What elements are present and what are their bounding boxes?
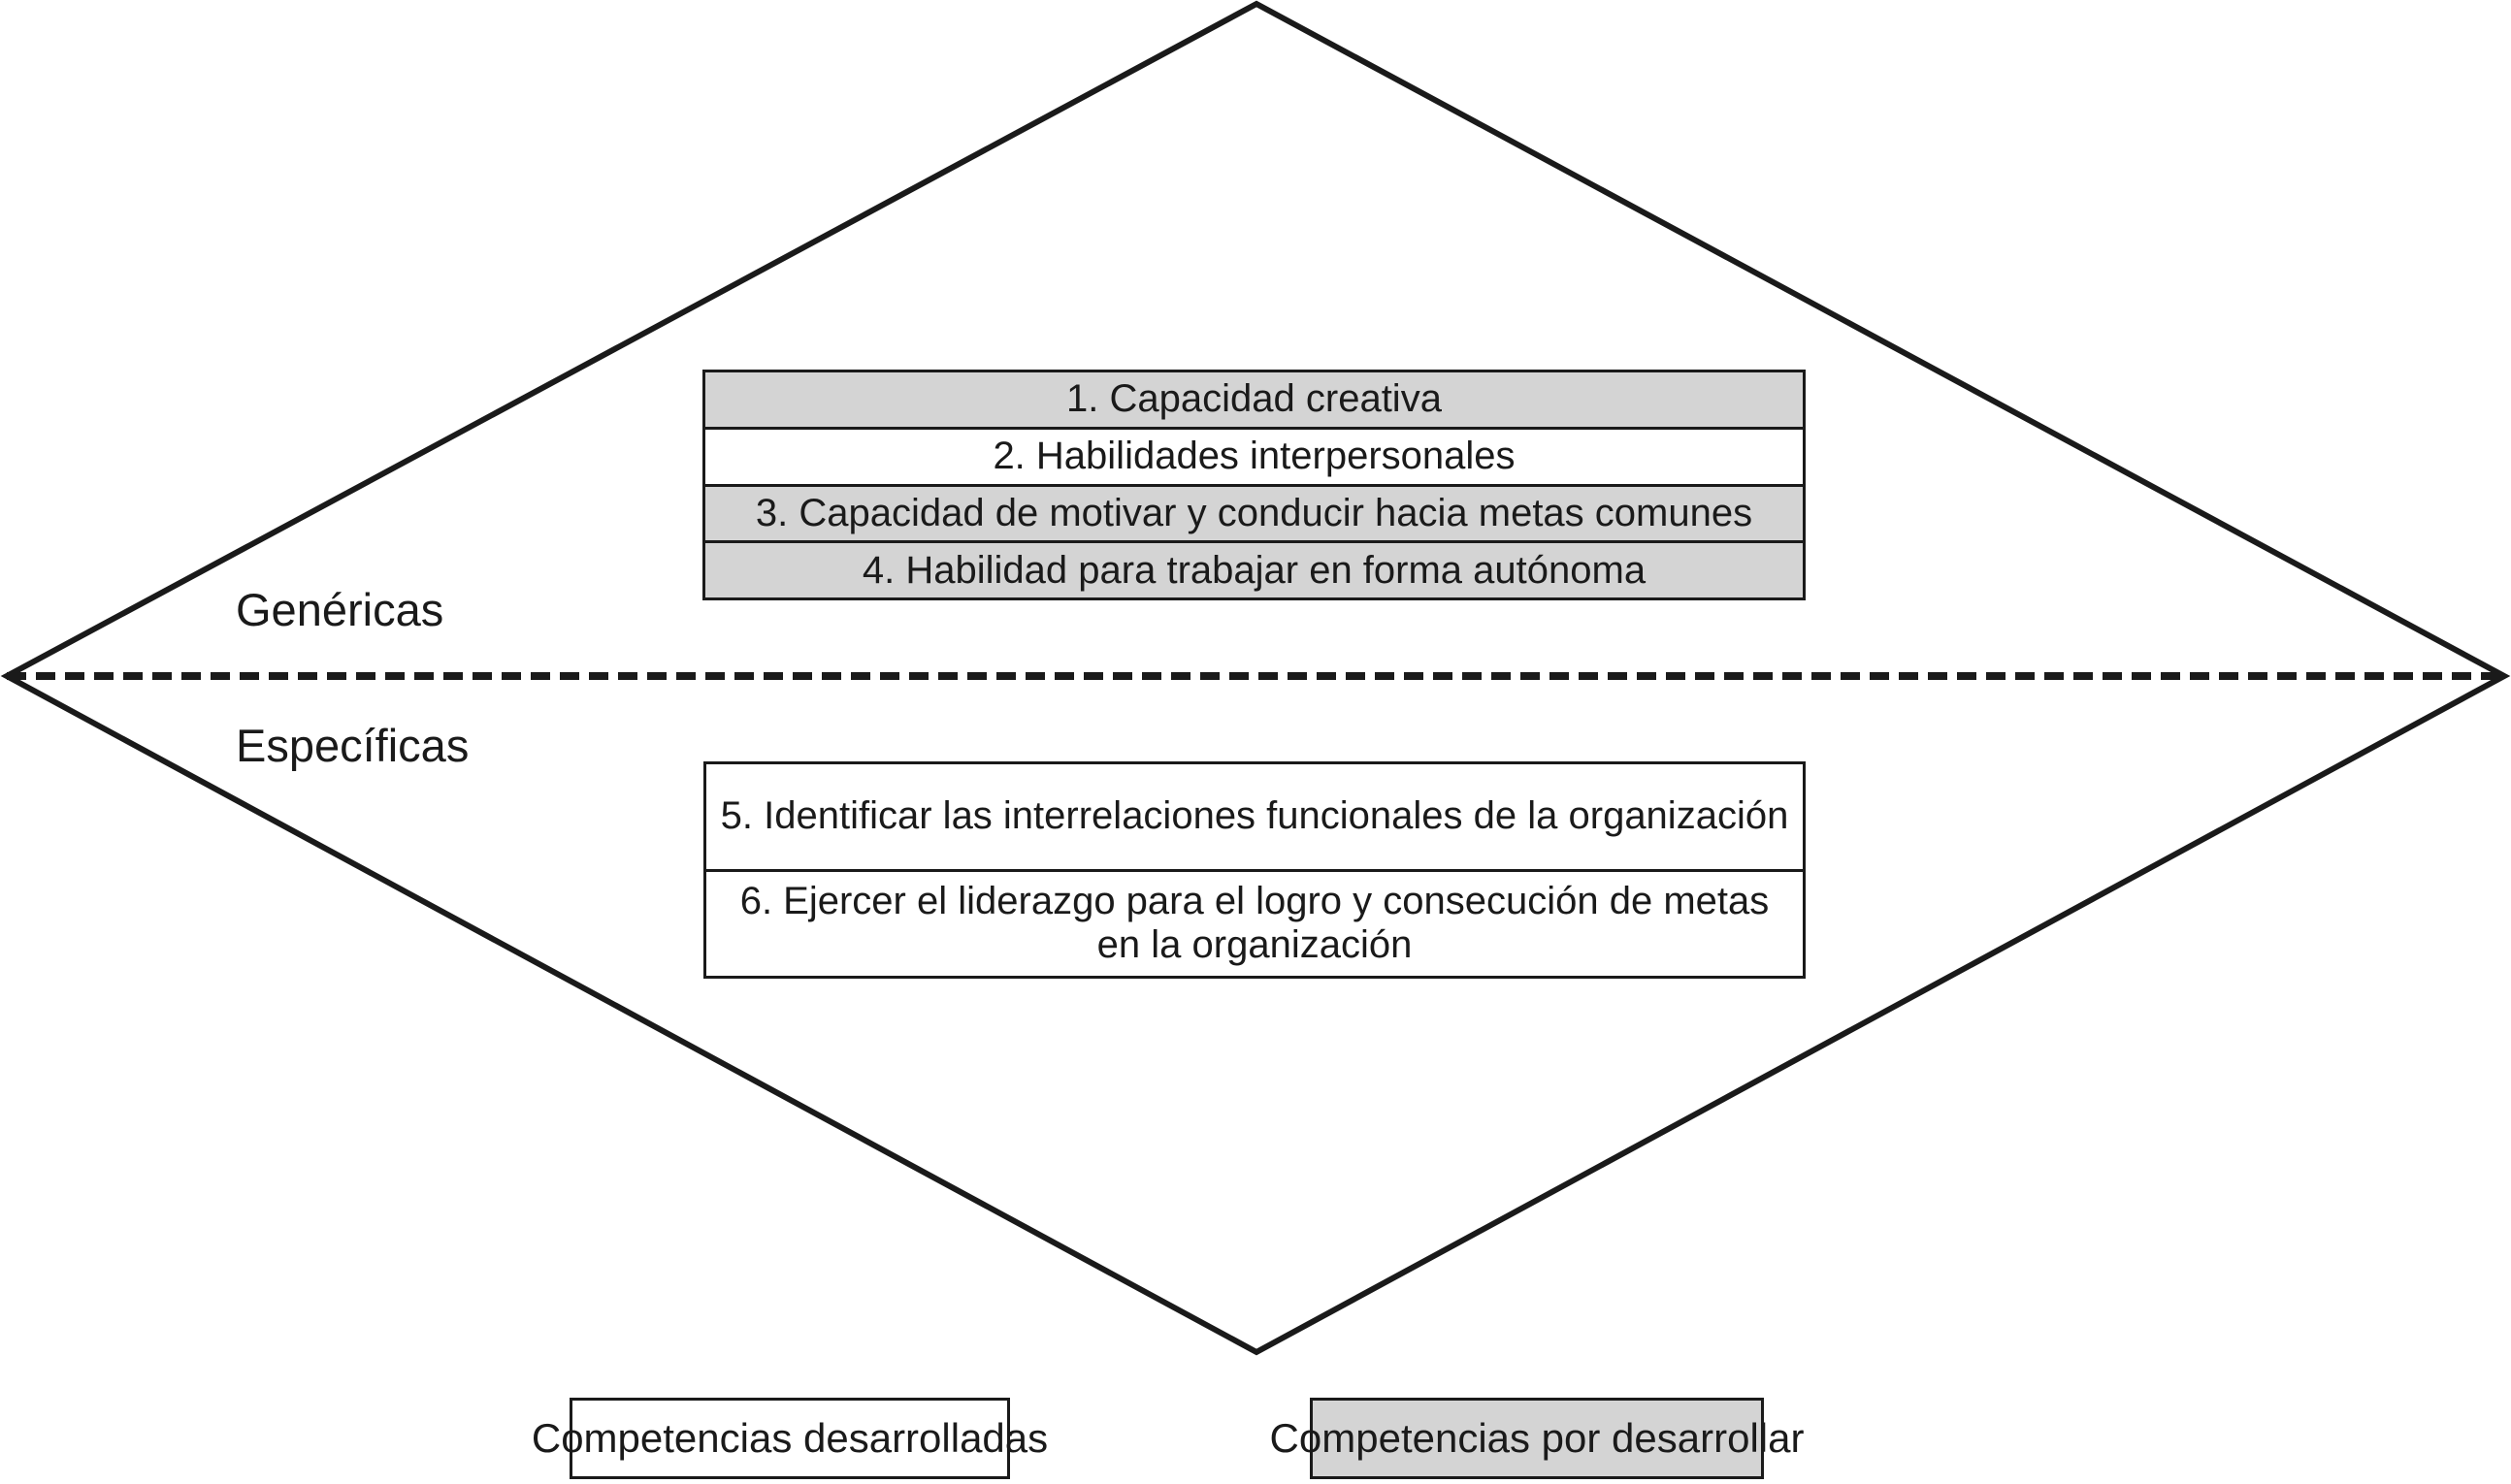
label-genericas: Genéricas (236, 584, 444, 635)
especificas-row-6: 6. Ejercer el liderazgo para el logro y … (706, 871, 1803, 976)
label-especificas: Específicas (236, 720, 470, 771)
especificas-row-5: 5. Identificar las interrelaciones funci… (706, 764, 1803, 872)
genericas-row-1: 1. Capacidad creativa (705, 372, 1803, 430)
genericas-row-4: 4. Habilidad para trabajar en forma autó… (705, 543, 1803, 597)
legend-competencias-desarrolladas: Competencias desarrolladas (532, 1398, 1048, 1479)
diamond-shape (0, 0, 2511, 1356)
genericas-competency-table: 1. Capacidad creativa 2. Habilidades int… (702, 370, 1806, 600)
genericas-row-3: 3. Capacidad de motivar y conducir hacia… (705, 486, 1803, 544)
especificas-competency-table: 5. Identificar las interrelaciones funci… (703, 761, 1806, 979)
genericas-row-2: 2. Habilidades interpersonales (705, 429, 1803, 487)
legend-competencias-por-desarrollar: Competencias por desarrollar (1270, 1398, 1804, 1479)
